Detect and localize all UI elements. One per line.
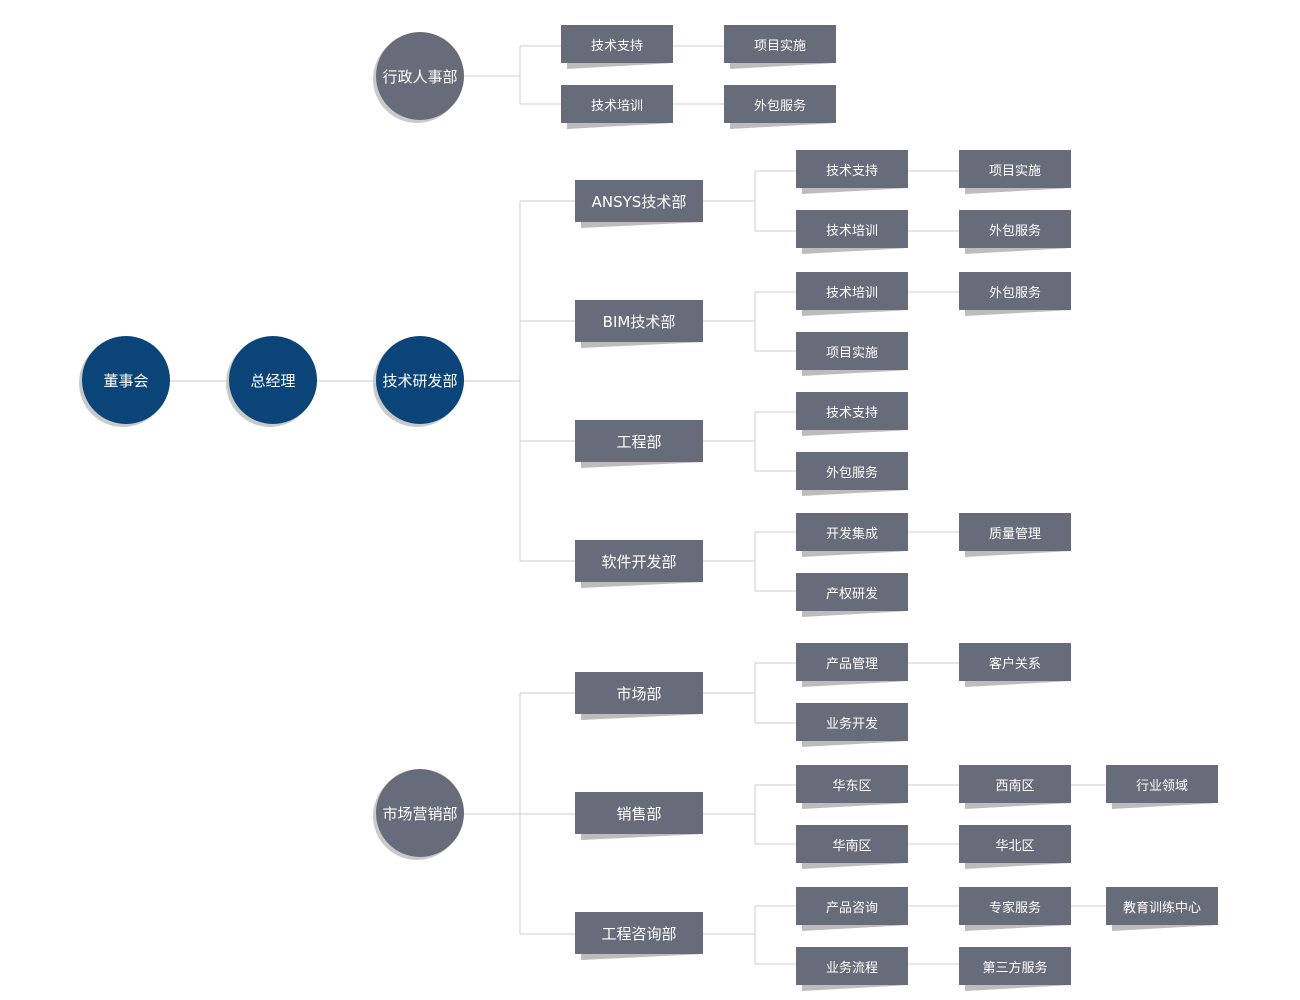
node-south-china: 华南区 <box>796 825 908 863</box>
node-market-sub-dept: 市场部 <box>575 672 703 714</box>
node-admin-tech-support: 技术支持 <box>561 25 673 63</box>
node-ansys-tech-support: 技术支持 <box>796 150 908 188</box>
node-bim-dept: BIM技术部 <box>575 300 703 342</box>
node-north-china: 华北区 <box>959 825 1071 863</box>
node-bim-tech-training: 技术培训 <box>796 272 908 310</box>
node-industry-field: 行业领域 <box>1106 765 1218 803</box>
node-admin-dept: 行政人事部 <box>376 32 464 120</box>
node-training-center: 教育训练中心 <box>1106 887 1218 925</box>
node-bim-project-impl: 项目实施 <box>796 332 908 370</box>
node-expert-service: 专家服务 <box>959 887 1071 925</box>
node-ansys-tech-training: 技术培训 <box>796 210 908 248</box>
node-southwest: 西南区 <box>959 765 1071 803</box>
node-ansys-outsourcing: 外包服务 <box>959 210 1071 248</box>
node-eng-outsourcing: 外包服务 <box>796 452 908 490</box>
node-product-consulting: 产品咨询 <box>796 887 908 925</box>
node-soft-quality-mgmt: 质量管理 <box>959 513 1071 551</box>
node-soft-dev-integration: 开发集成 <box>796 513 908 551</box>
node-customer-relations: 客户关系 <box>959 643 1071 681</box>
node-admin-tech-training: 技术培训 <box>561 85 673 123</box>
node-product-mgmt: 产品管理 <box>796 643 908 681</box>
node-tech-dept: 技术研发部 <box>376 336 464 424</box>
node-engineering-dept: 工程部 <box>575 420 703 462</box>
node-admin-project-impl: 项目实施 <box>724 25 836 63</box>
node-market-dept: 市场营销部 <box>376 769 464 857</box>
node-eng-tech-support: 技术支持 <box>796 392 908 430</box>
node-third-party-service: 第三方服务 <box>959 947 1071 985</box>
node-sales-dept: 销售部 <box>575 792 703 834</box>
node-bim-outsourcing: 外包服务 <box>959 272 1071 310</box>
node-software-dept: 软件开发部 <box>575 540 703 582</box>
node-admin-outsourcing: 外包服务 <box>724 85 836 123</box>
node-business-process: 业务流程 <box>796 947 908 985</box>
node-general-manager: 总经理 <box>229 336 317 424</box>
node-soft-ip-rnd: 产权研发 <box>796 573 908 611</box>
node-ansys-project-impl: 项目实施 <box>959 150 1071 188</box>
node-east-china: 华东区 <box>796 765 908 803</box>
node-business-dev: 业务开发 <box>796 703 908 741</box>
node-ansys-dept: ANSYS技术部 <box>575 180 703 222</box>
node-board: 董事会 <box>82 336 170 424</box>
node-consulting-dept: 工程咨询部 <box>575 912 703 954</box>
